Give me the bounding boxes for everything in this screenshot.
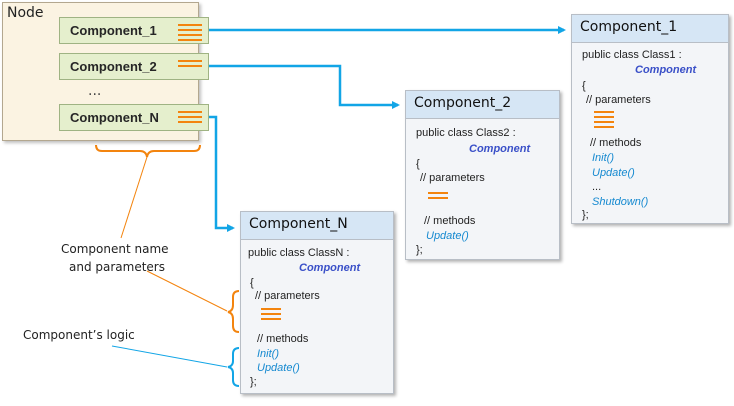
card-header: Component_1: [572, 15, 728, 43]
method-shutdown: Shutdown(): [592, 196, 649, 208]
open-brace: {: [582, 80, 586, 92]
node-title: Node: [7, 5, 44, 21]
method-update: Update(): [257, 362, 300, 374]
open-brace: {: [250, 277, 254, 289]
node-component-2[interactable]: Component_2: [59, 53, 209, 80]
arrow-component-2: [209, 64, 400, 109]
card-title: Component_2: [414, 95, 512, 111]
parameters-icon: [428, 192, 448, 202]
methods-comment: // methods: [590, 137, 642, 149]
open-brace: {: [416, 158, 420, 170]
class-declaration: public class Class2 :: [416, 127, 516, 139]
leader-brace-to-label: [120, 156, 148, 239]
parameters-icon: [261, 308, 281, 323]
method-init: Init(): [257, 348, 279, 360]
methods-ellipsis: ...: [592, 181, 602, 193]
node-component-1-label: Component_1: [70, 23, 157, 38]
annotation-logic: Component’s logic: [23, 328, 135, 342]
methods-comment: // methods: [424, 215, 476, 227]
method-update: Update(): [426, 230, 469, 242]
base-class: Component: [469, 143, 531, 155]
parameters-comment: // parameters: [255, 290, 320, 302]
close-brace: };: [416, 244, 423, 256]
card-header: Component_2: [406, 91, 559, 119]
arrow-component-n: [209, 115, 235, 232]
brace-params: [227, 290, 240, 333]
parameters-icon: [594, 111, 614, 131]
hamburger-icon: [178, 111, 202, 126]
card-component-2: Component_2 public class Class2 : Compon…: [405, 90, 560, 260]
parameters-comment: // parameters: [586, 94, 651, 106]
hamburger-icon: [178, 60, 202, 70]
base-class: Component: [635, 64, 697, 76]
method-update: Update(): [592, 167, 635, 179]
card-component-1: Component_1 public class Class1 : Compon…: [571, 14, 729, 224]
methods-comment: // methods: [257, 333, 309, 345]
method-init: Init(): [592, 152, 614, 164]
close-brace: };: [582, 209, 589, 221]
node-component-n[interactable]: Component_N: [59, 104, 209, 131]
class-declaration: public class ClassN :: [248, 247, 350, 259]
node-component-2-label: Component_2: [70, 59, 157, 74]
leader-label-to-params-brace: [146, 270, 228, 312]
brace-node-bottom: [95, 144, 201, 158]
leader-logic: [111, 345, 228, 368]
class-declaration: public class Class1 :: [582, 49, 682, 61]
card-title: Component_N: [249, 216, 348, 232]
parameters-comment: // parameters: [420, 172, 485, 184]
card-component-n: Component_N public class ClassN : Compon…: [240, 211, 394, 394]
close-brace: };: [250, 376, 257, 388]
node-component-n-label: Component_N: [70, 110, 159, 125]
hamburger-icon: [178, 24, 202, 44]
annotation-name-params-line1: Component name: [61, 242, 169, 256]
base-class: Component: [299, 262, 361, 274]
annotation-name-params-line2: and parameters: [69, 260, 165, 274]
node-ellipsis: ...: [88, 83, 102, 99]
brace-logic: [227, 347, 240, 387]
card-title: Component_1: [580, 19, 678, 35]
node-component-1[interactable]: Component_1: [59, 17, 209, 44]
card-header: Component_N: [241, 212, 393, 240]
